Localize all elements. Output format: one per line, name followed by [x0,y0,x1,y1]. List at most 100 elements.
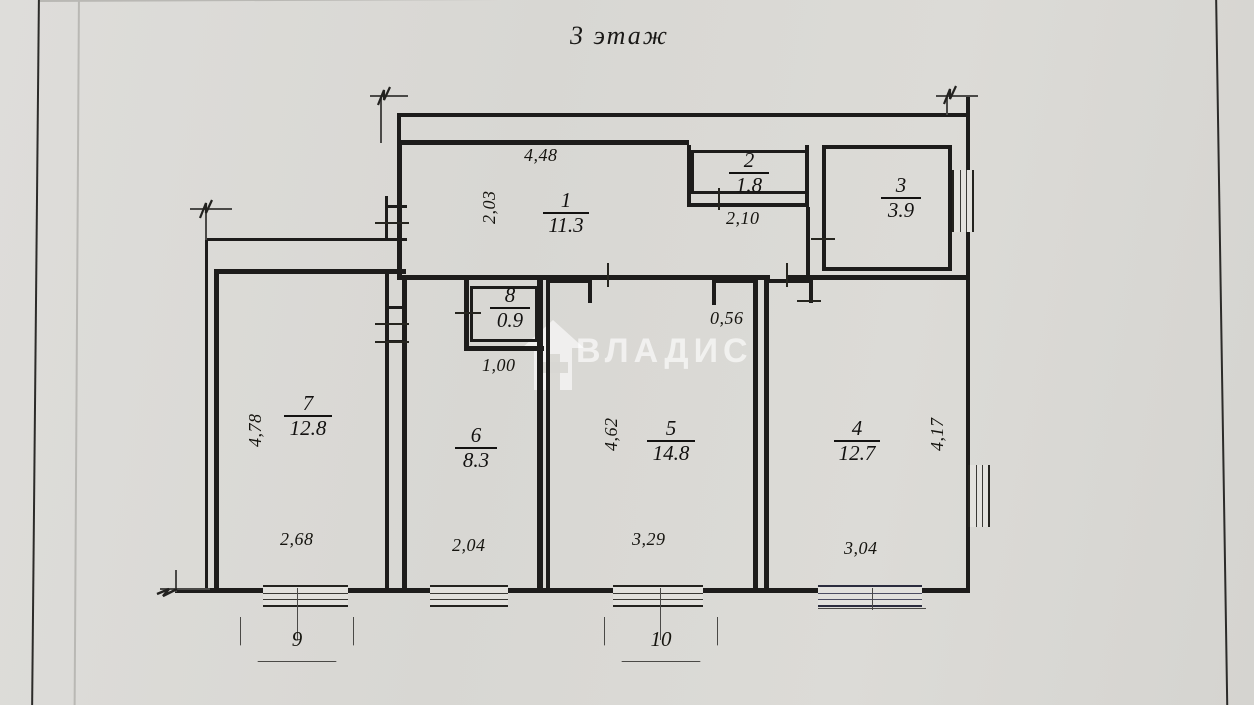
wall-room4-top-stub [769,279,813,283]
wall-room2-right [805,145,809,207]
dim-room5-width: 3,29 [632,529,666,549]
wall-room8-inner-bottom [470,339,538,342]
wall-room3-right [948,145,952,271]
window-room6-bottom[interactable] [430,585,508,607]
dim-room1-height: 2,03 [479,190,499,225]
dimline-top-right-vertical [946,95,948,115]
wall-room1-top [397,140,689,145]
room-area: 14.8 [652,441,690,466]
wall-room4-left [764,279,769,588]
room-area: 11.3 [548,213,584,238]
wall-room1-left [397,140,402,280]
wall-corridor-notch-h [712,279,754,283]
wall-room8-inner-top [470,286,538,289]
room-number: 1 [560,188,572,212]
wall-corridor-right-upper [806,207,810,277]
paper-top-edge [40,0,1220,2]
window-room7-bottom[interactable] [263,585,348,607]
dimline-top-right-tick [936,95,978,97]
dimline-top-left-vertical [380,95,382,143]
break-symbol-top-right [938,85,968,105]
window-room4-bottom[interactable] [818,585,922,607]
wall-room4-top-stub-v [809,279,813,303]
wall-room7-left-outer [205,238,208,588]
room-area: 12.8 [289,416,327,441]
paper-left-edge-shadow [73,0,80,705]
balcony-number: 10 [650,626,672,651]
room-label-3: 3 3.9 [878,173,924,222]
window-room5-bottom[interactable] [613,585,703,607]
room-area: 12.7 [838,441,876,466]
room-label-7: 7 12.8 [281,392,335,441]
dimline-top-left-tick [370,95,408,97]
wall-room7-top [214,269,406,274]
dimline-left-mid-vertical [205,208,207,240]
break-symbol-top-left [372,86,402,106]
wall-corridor-notch [712,279,716,305]
wall-room3-left [822,145,826,271]
wall-mid-horizontal-right [786,275,968,280]
room-number: 6 [470,423,482,447]
dim-room1-width: 4,48 [524,145,558,165]
dim-room5-height: 4,62 [601,417,621,452]
wall-room3-top [822,145,952,149]
break-symbol-bottom-left [155,580,185,598]
wall-room7-left [214,269,219,588]
paper-left-edge [30,0,40,705]
room-label-2: 2 1.8 [726,148,772,198]
door-tick-corridor-1 [786,263,788,287]
wall-mid-horizontal [402,275,770,280]
wall-room7-right [385,269,389,588]
wall-room8-outer-bottom [464,346,544,351]
wall-room2-bottom [687,203,809,207]
balcony-callout-9: 9 [240,617,354,662]
leader-balcony-right-base [818,608,926,610]
door-tick-left-col-2 [375,323,409,325]
room-area: 8.3 [462,448,490,473]
watermark-text: ВЛАДИС [576,332,753,370]
window-room4-right[interactable] [968,465,990,527]
wall-room6-left [402,280,407,588]
wall-room8-inner-left [470,286,473,342]
wall-room8-outer-left [464,279,469,351]
door-tick-room2 [718,188,720,210]
room-area: 1.8 [735,173,763,198]
room-area: 0.9 [496,308,524,333]
room-number: 3 [895,173,907,197]
wall-room2-inner-top [691,150,805,153]
dim-corridor-offset: 0,56 [710,308,744,328]
wall-step-upper-2 [385,238,407,241]
wall-top-outer [397,113,970,117]
balcony-number: 9 [291,626,303,651]
paper-right-edge [1215,0,1229,705]
room-number: 4 [851,416,863,440]
wall-step-mid-1 [385,306,407,309]
leader-balcony-right [872,588,874,610]
wall-right-outer [966,113,970,591]
dim-room2-width: 2,10 [726,208,760,228]
wall-room5-right [753,279,758,588]
dim-room6-width: 2,04 [452,535,486,555]
wall-room7-outer-top [205,238,405,241]
dim-room7-width: 2,68 [280,529,314,549]
wall-step-upper-1 [385,205,407,208]
dim-room8-width: 1,00 [482,355,516,375]
wall-room5-left-inner [546,279,550,588]
window-room3-right[interactable] [952,170,974,232]
page-title: 3 этаж [570,21,669,50]
wall-top-outer-right-stub [966,95,970,117]
room-label-8: 8 0.9 [487,283,533,333]
wall-room6-right [537,279,543,588]
wall-bottom-outer [175,588,970,593]
room-label-1: 1 11.3 [540,188,592,238]
room-number: 8 [504,283,516,307]
door-tick-left-col-3 [375,341,409,343]
dim-room4-width: 3,04 [844,538,878,558]
wall-room5-top-notch-v [588,279,592,303]
wall-room2-left [687,145,691,207]
wall-room5-top-notch [546,279,592,283]
door-tick-left-col-1 [375,222,409,224]
room-number: 2 [743,148,755,172]
wall-step-upper-3 [385,196,388,241]
